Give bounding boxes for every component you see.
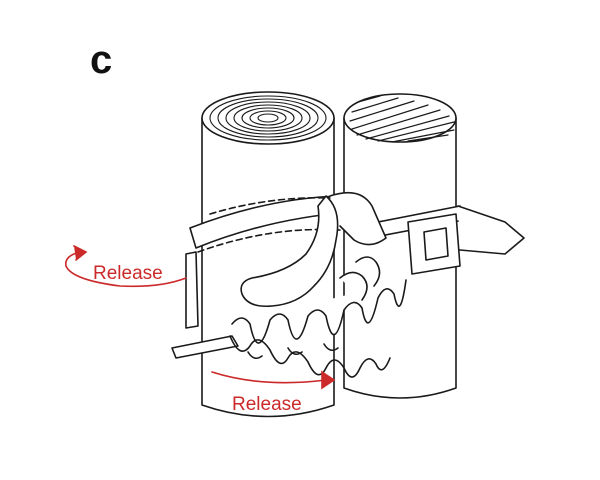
release-label-bottom: Release [232,394,302,415]
release-arrow-left [64,245,187,288]
strap-tail [457,205,525,255]
release-label-left: Release [93,263,163,284]
curved-arrow-counterclockwise-icon [64,251,187,288]
spiral-coil [171,256,407,378]
buckle [407,213,461,275]
release-tab [240,195,339,308]
left-strap-band [185,195,353,329]
tie-latch [240,191,387,308]
curved-arrow-right-icon [211,371,327,384]
panel-letter: c [90,38,113,82]
release-arrow-bottom [211,370,336,390]
right-cylinder [343,93,457,399]
left-cylinder-top [201,91,335,145]
